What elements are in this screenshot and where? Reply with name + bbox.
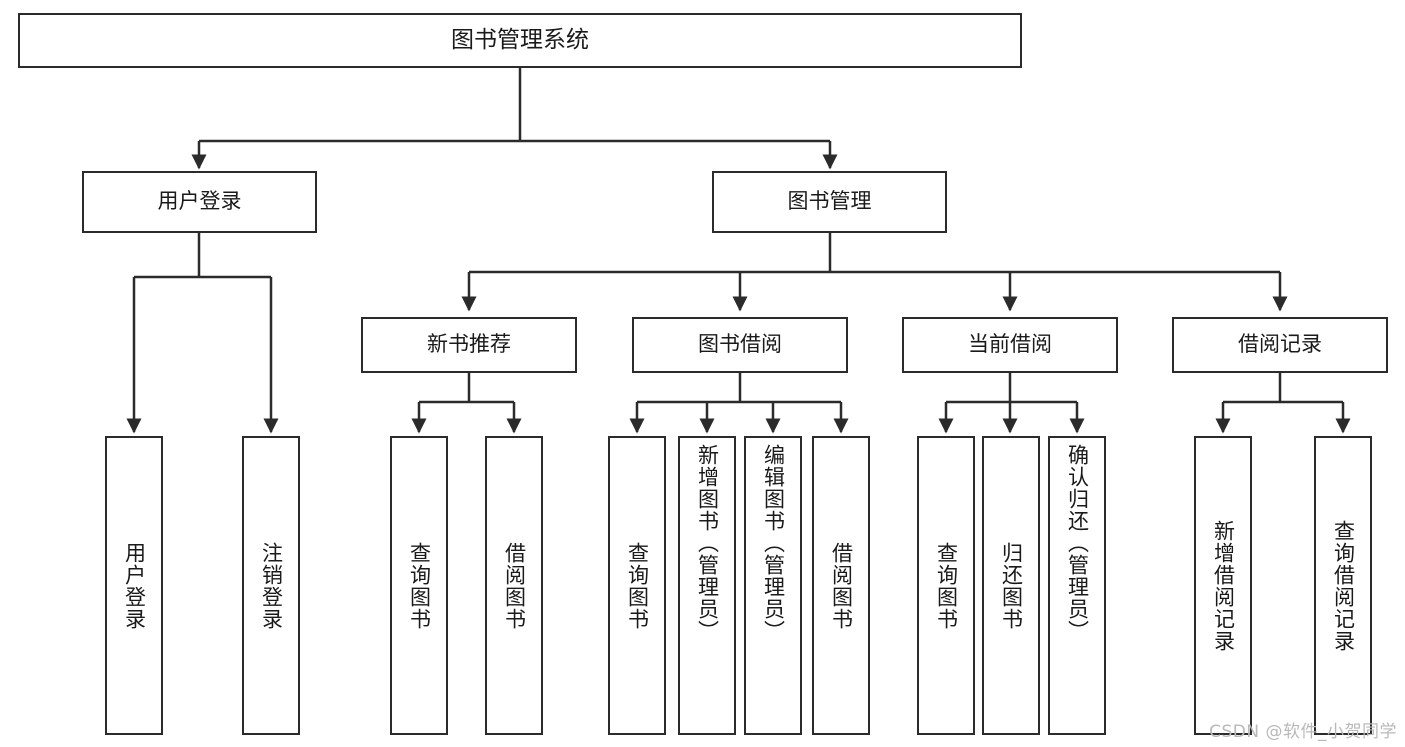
node-leaf-borrow-book-1-label: 借阅图书 <box>502 541 527 630</box>
node-leaf-borrow-book-1[interactable]: 借阅图书 <box>485 436 543 735</box>
node-leaf-return-book-label: 归还图书 <box>999 541 1024 630</box>
node-book-manage[interactable]: 图书管理 <box>712 171 947 233</box>
node-leaf-add-book[interactable]: 新增图书（管理员） <box>678 436 736 735</box>
node-user-login[interactable]: 用户登录 <box>82 171 317 233</box>
node-leaf-logout-login-label: 注销登录 <box>259 541 284 630</box>
node-current-borrow[interactable]: 当前借阅 <box>902 317 1118 373</box>
node-new-book-recommend-label: 新书推荐 <box>427 332 511 357</box>
node-leaf-logout-login[interactable]: 注销登录 <box>242 436 300 735</box>
node-leaf-query-record-label: 查询借阅记录 <box>1331 519 1356 652</box>
node-leaf-add-book-label: 新增图书（管理员） <box>695 444 720 642</box>
node-leaf-edit-book-label: 编辑图书（管理员） <box>761 444 786 642</box>
node-leaf-query-book-1-label: 查询图书 <box>407 541 432 630</box>
node-leaf-user-login-label: 用户登录 <box>122 541 147 630</box>
node-leaf-add-record[interactable]: 新增借阅记录 <box>1194 436 1252 735</box>
node-leaf-query-book-2[interactable]: 查询图书 <box>608 436 666 735</box>
node-leaf-edit-book[interactable]: 编辑图书（管理员） <box>744 436 802 735</box>
node-current-borrow-label: 当前借阅 <box>968 332 1052 357</box>
node-leaf-query-book-1[interactable]: 查询图书 <box>390 436 448 735</box>
node-book-manage-label: 图书管理 <box>787 189 872 214</box>
node-user-login-label: 用户登录 <box>157 189 242 214</box>
node-book-borrow[interactable]: 图书借阅 <box>632 317 848 373</box>
node-leaf-query-book-3-label: 查询图书 <box>934 541 959 630</box>
node-borrow-record-label: 借阅记录 <box>1238 332 1322 357</box>
node-new-book-recommend[interactable]: 新书推荐 <box>361 317 577 373</box>
node-book-borrow-label: 图书借阅 <box>698 332 782 357</box>
node-root[interactable]: 图书管理系统 <box>18 13 1022 68</box>
node-leaf-confirm-return-label: 确认归还（管理员） <box>1065 444 1090 642</box>
node-leaf-query-record[interactable]: 查询借阅记录 <box>1314 436 1372 735</box>
node-leaf-add-record-label: 新增借阅记录 <box>1211 519 1236 652</box>
node-leaf-borrow-book-2[interactable]: 借阅图书 <box>812 436 870 735</box>
node-leaf-query-book-3[interactable]: 查询图书 <box>917 436 975 735</box>
node-leaf-return-book[interactable]: 归还图书 <box>982 436 1040 735</box>
node-root-label: 图书管理系统 <box>451 26 589 53</box>
node-leaf-user-login[interactable]: 用户登录 <box>105 436 163 735</box>
node-leaf-query-book-2-label: 查询图书 <box>625 541 650 630</box>
node-leaf-confirm-return[interactable]: 确认归还（管理员） <box>1048 436 1106 735</box>
node-leaf-borrow-book-2-label: 借阅图书 <box>829 541 854 630</box>
node-borrow-record[interactable]: 借阅记录 <box>1172 317 1388 373</box>
